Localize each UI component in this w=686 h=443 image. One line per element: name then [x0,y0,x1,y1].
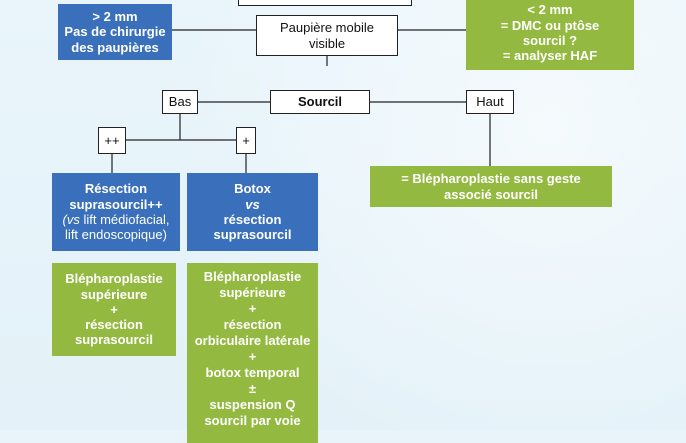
bleph-left-line-2: supérieure [80,286,148,302]
plus-label: + [242,132,250,148]
sourcil-box: Sourcil [270,90,370,114]
bleph-right-line-3: + [248,301,257,316]
less-than-2mm-box: < 2 mm = DMC ou ptôse sourcil ? = analys… [466,0,634,70]
mobile-eyelid-box: Paupière mobile visible [256,15,398,56]
less-than-2mm-line-1: < 2 mm [527,2,573,18]
resection-line-4: lift endoscopique) [65,227,167,243]
resection-box: Résection suprasourcil++ (vs lift médiof… [52,173,180,251]
sourcil-label: Sourcil [297,94,343,110]
resection-line-3-rest: lift médiofacial, [79,212,170,227]
bleph-right-line-8: ± [248,381,257,396]
bleph-left-line-4: résection [85,317,143,333]
no-surgery-line-3: des paupières [71,39,159,55]
bleph-left-box: Blépharoplastie supérieure + résection s… [52,263,176,356]
bleph-right-line-9: suspension Q [209,397,296,412]
no-surgery-box: > 2 mm Pas de chirurgie des paupières [58,4,172,60]
mobile-eyelid-line-1: Paupière mobile [280,20,374,36]
bas-box: Bas [162,90,198,114]
botox-line-4: suprasourcil [213,227,292,243]
bleph-right-line-7: botox temporal [205,365,300,380]
bleph-right-line-5: orbiculaire latérale [194,333,311,348]
bleph-left-line-1: Blépharoplastie [65,271,163,287]
connector-lines [111,29,491,173]
bleph-left-line-3: + [110,301,118,317]
mobile-eyelid-line-2: visible [308,35,346,51]
resection-line-2: suprasourcil++ [69,196,163,212]
botox-line-3: résection [223,212,282,227]
bleph-left-line-5: suprasourcil [74,332,154,348]
botox-box: Botox vs résection suprasourcil [187,173,318,251]
less-than-2mm-line-3: sourcil ? [522,33,578,48]
less-than-2mm-line-4: = analyser HAF [502,48,598,64]
resection-line-1: Résection [84,181,148,197]
plus-box: + [236,127,256,154]
bleph-right-line-1: Blépharoplastie [203,269,302,284]
no-surgery-line-1: > 2 mm [92,9,138,24]
bas-label: Bas [168,94,192,110]
bleph-right-box: Blépharoplastie supérieure + résection o… [187,263,318,443]
bleph-right-line-6: + [248,349,257,364]
bleph-right-line-2: supérieure [219,285,286,300]
botox-line-1: Botox [234,181,271,197]
bleph-right-line-10: sourcil par voie [204,413,301,428]
haut-label: Haut [476,94,504,110]
haut-box: Haut [466,90,514,114]
top-cut-box [238,0,412,6]
haut-result-line-1: = Blépharoplastie sans geste [401,171,581,187]
resection-line-3: (vs lift médiofacial, [63,212,170,227]
botox-vs: vs [245,196,260,212]
plus-plus-box: ++ [98,127,126,154]
haut-result-box: = Blépharoplastie sans geste associé sou… [370,166,612,207]
bleph-right-line-4: résection [223,317,282,332]
resection-vs-italic: (vs [62,212,80,227]
less-than-2mm-line-2: = DMC ou ptôse [500,17,600,33]
plus-plus-label: ++ [104,132,120,148]
no-surgery-line-2: Pas de chirurgie [64,24,166,40]
haut-result-line-2: associé sourcil [444,186,538,202]
